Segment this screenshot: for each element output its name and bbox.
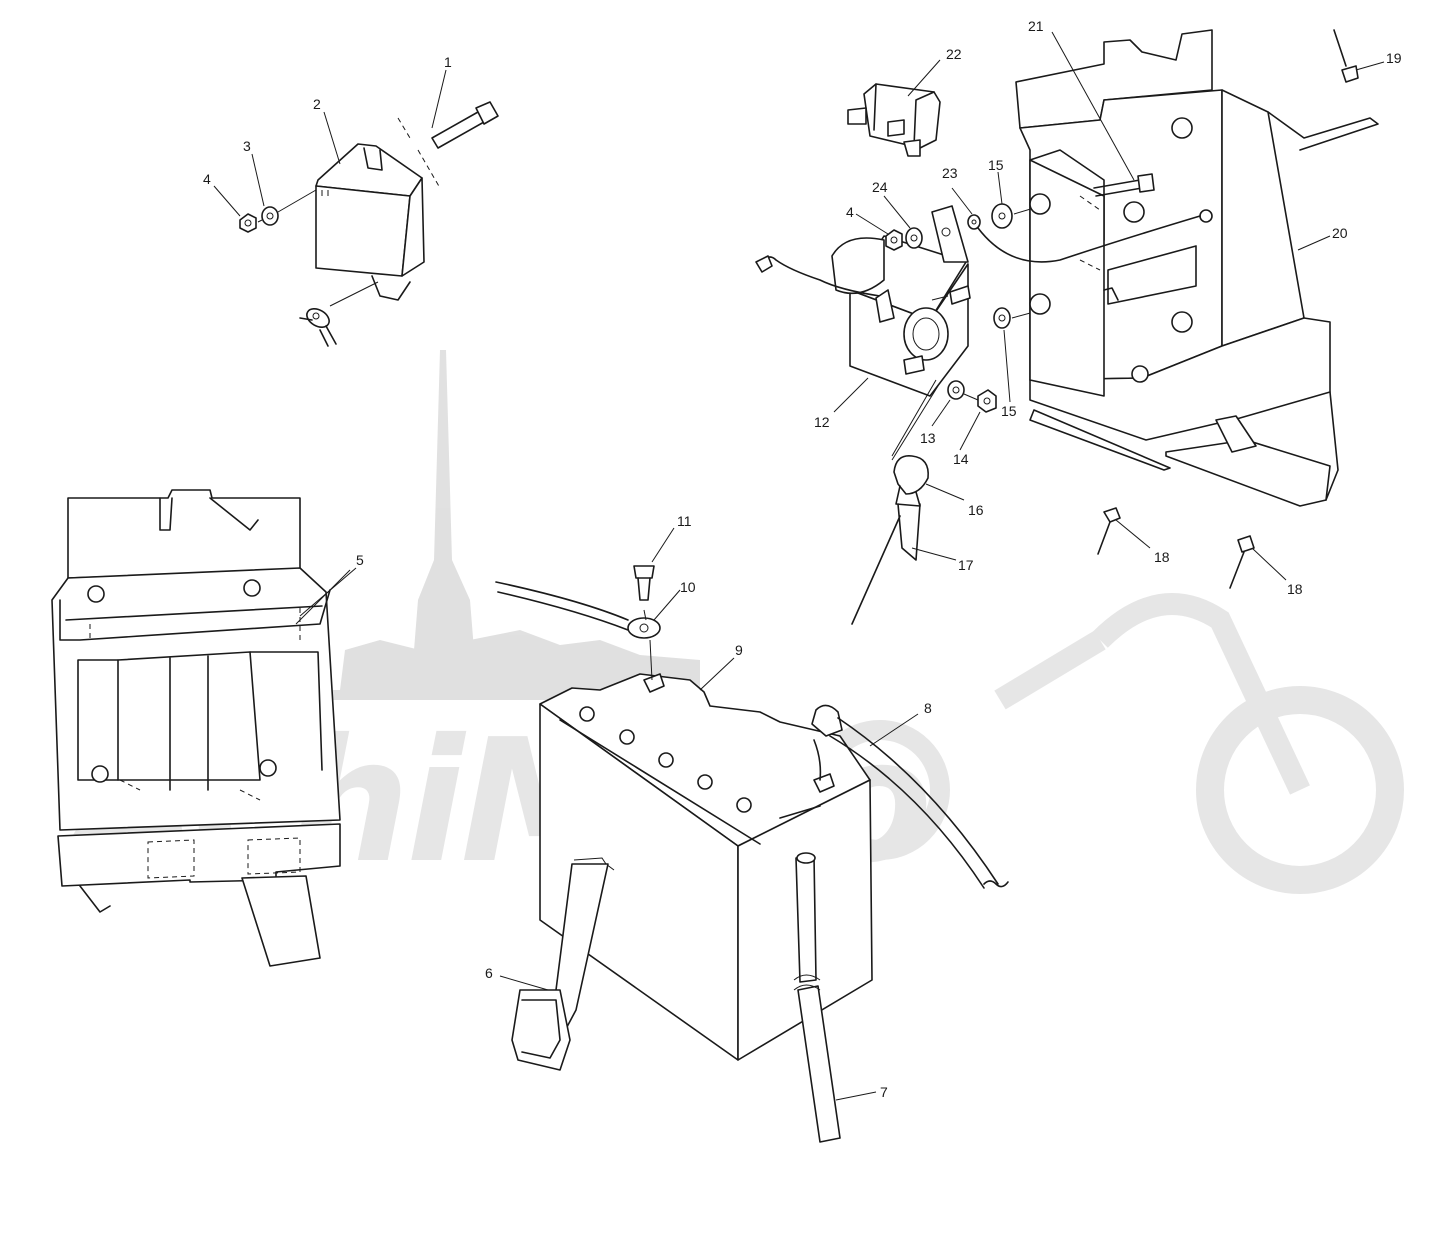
rivet-part-18-right [1229,535,1255,589]
callout-18-left: 18 [1154,549,1170,565]
washer-part-13 [947,380,965,400]
callout-15-upper: 15 [988,157,1004,173]
solenoid-part-12 [755,205,971,397]
callout-17: 17 [958,557,974,573]
washer-part-15-lower [993,307,1011,329]
callout-6: 6 [485,965,493,981]
washer-part-24 [905,227,923,249]
callout-9: 9 [735,642,743,658]
callout-21: 21 [1028,18,1044,34]
callout-13: 13 [920,430,936,446]
callout-11: 11 [677,513,692,529]
callout-4-right: 4 [846,204,854,220]
connector-part-22 [847,83,941,157]
callout-5: 5 [356,552,364,568]
strap-part-6 [511,863,609,1071]
callout-3: 3 [243,138,251,154]
wire-part-17 [851,379,939,625]
screw-part-11 [633,565,655,681]
callout-18-right: 18 [1287,581,1303,597]
callout-10: 10 [680,579,696,595]
callout-8: 8 [924,700,932,716]
vent-tube-part-7 [793,852,841,1143]
nut-part-14 [977,389,997,413]
washer-part-23 [967,214,981,230]
callout-12: 12 [814,414,830,430]
callout-14: 14 [953,451,969,467]
screw-part-21 [1093,173,1155,197]
terminal-part-10 [495,581,661,639]
washer-part-15-upper [991,203,1013,229]
callout-19: 19 [1386,50,1402,66]
callout-23: 23 [942,165,958,181]
callout-7: 7 [880,1084,888,1100]
callout-16: 16 [968,502,984,518]
callout-24: 24 [872,179,888,195]
callout-labels: 1 2 3 4 4 5 6 7 8 9 10 11 12 13 14 15 15… [203,18,1402,1100]
ring-terminal [299,281,379,347]
rivet-part-19 [1333,29,1359,83]
callout-20: 20 [1332,225,1348,241]
cable-part-8 [811,704,1009,889]
callout-22: 22 [946,46,962,62]
battery-box-part-5 [51,489,351,967]
rivet-part-18-left [1097,507,1121,555]
callout-4: 4 [203,171,211,187]
boot-part-16 [893,455,929,507]
bracket-part-20 [977,29,1379,507]
nut-part-4-right [885,229,903,251]
nut-part-4 [239,213,257,233]
bolt-part-1 [397,101,499,189]
callout-2: 2 [313,96,321,112]
callout-15-lower: 15 [1001,403,1017,419]
leader-lines [213,31,1385,1101]
callout-1: 1 [444,54,452,70]
regulator-part-2 [315,143,425,301]
washer-part-3 [261,206,279,226]
